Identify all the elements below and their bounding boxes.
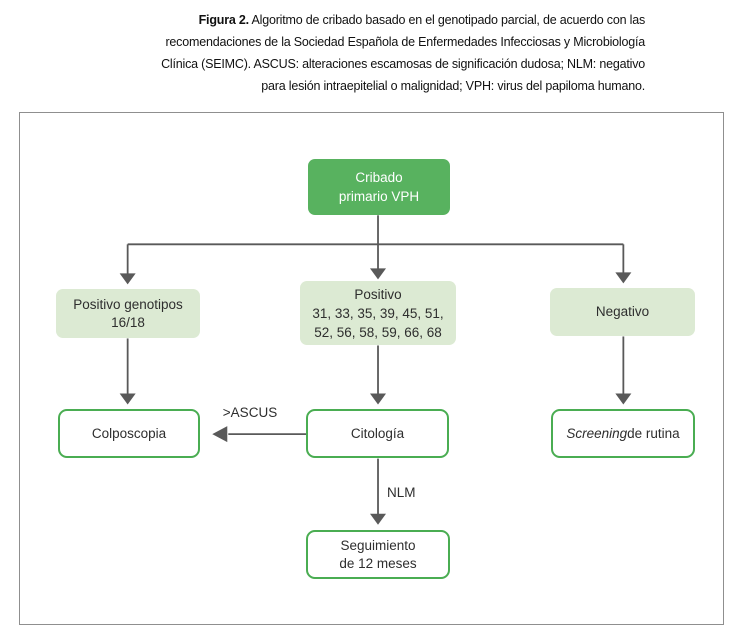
connector-positivo-16-18-to-colposcopia [119,338,136,405]
node-screening-de-rutina: Screening de rutina [551,409,695,458]
node-positivo-genotipos-16-18: Positivo genotipos 16/18 [56,289,200,338]
node-positivo-otros-genotipos: Positivo 31, 33, 35, 39, 45, 51, 52, 56,… [300,281,456,345]
figure-caption-text: Algoritmo de cribado basado en el genoti… [161,13,645,93]
node-citologia: Citología [306,409,449,458]
node-cribado-primario-vph: Cribado primario VPH [308,159,450,215]
figure-caption: Figura 2. Algoritmo de cribado basado en… [143,9,645,97]
connector-branch-to-negativo [615,244,632,284]
screening-word-rest: de rutina [627,425,680,441]
connector-citologia-to-seguimiento [369,458,387,525]
flowchart-connectors [119,215,632,525]
node-negativo: Negativo [550,288,695,336]
figure-caption-label: Figura 2. [198,13,249,27]
connector-citologia-to-colposcopia [212,426,307,443]
node-colposcopia: Colposcopia [58,409,200,458]
connector-branch-to-positivo-16-18 [119,244,136,285]
edge-label-ascus: >ASCUS [222,405,278,420]
node-seguimiento-12-meses: Seguimiento de 12 meses [306,530,450,579]
flowchart-panel: Cribado primario VPH Positivo genotipos … [19,112,724,625]
screening-word-italic: Screening [566,425,628,441]
edge-label-nlm: NLM [387,485,416,500]
connector-positivo-otros-to-citologia [369,345,387,405]
connector-root-branch [127,215,624,280]
connector-negativo-to-screening [615,336,632,405]
